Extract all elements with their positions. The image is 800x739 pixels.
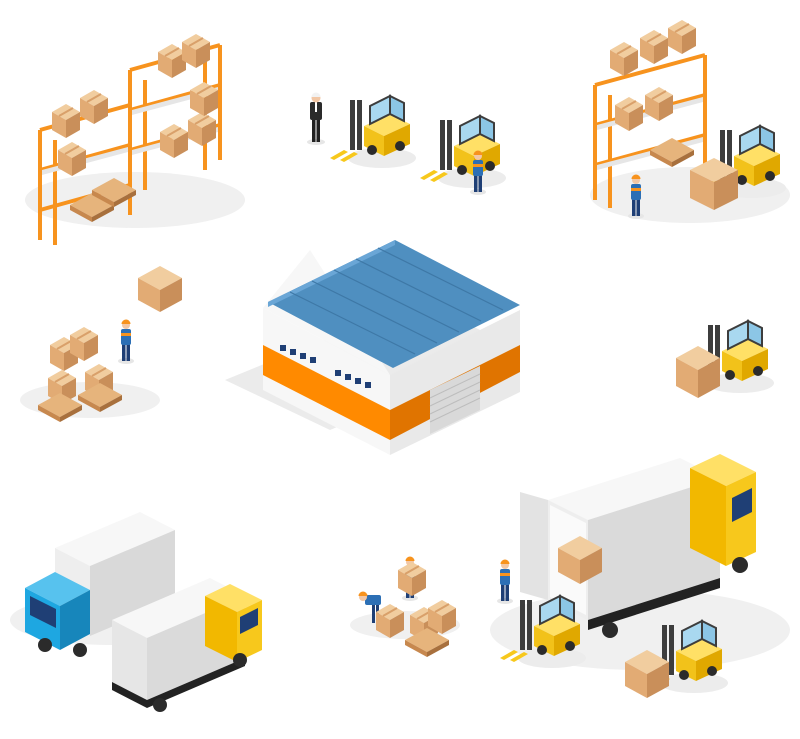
truck-unloading <box>490 454 790 698</box>
storage-rack-top-right <box>590 19 790 223</box>
forklifts-with-manager <box>307 92 507 195</box>
warehouse-building <box>225 240 520 455</box>
storage-rack-top-left <box>25 33 245 245</box>
worker-with-pallets <box>20 266 182 422</box>
workers-loading-boxes <box>350 556 460 657</box>
forklift-with-boxes <box>676 320 775 398</box>
delivery-trucks <box>10 512 262 712</box>
